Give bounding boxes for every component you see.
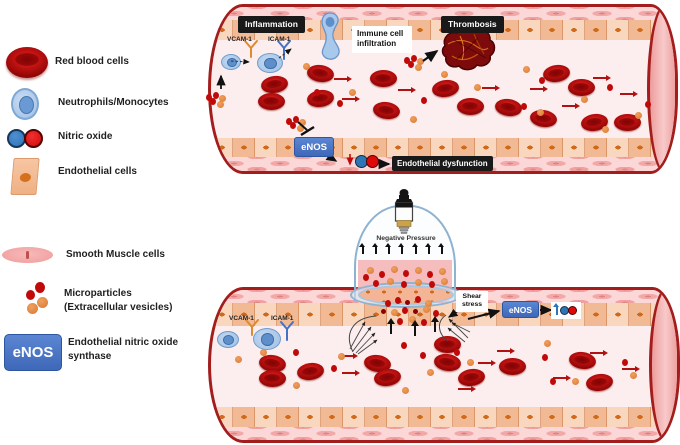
smooth-muscle-icon (2, 247, 53, 263)
legend-label-microparticles: Microparticles (64, 288, 132, 299)
inflammation-label: Inflammation (238, 16, 305, 33)
nitric-oxide-pair (355, 155, 379, 168)
thrombosis-label: Thrombosis (441, 16, 504, 33)
neutrophil-icon (11, 88, 39, 120)
suction-cup-base-inner (358, 285, 454, 305)
enos-box: eNOS (502, 301, 539, 318)
nitric-oxide-icon (567, 306, 577, 315)
legend-label-enos: Endothelial nitric oxide (68, 337, 179, 348)
legend-label-microparticles-2: (Extracellular vesicles) (64, 302, 173, 313)
enos-box: eNOS (294, 137, 334, 157)
legend-label-smooth-muscle: Smooth Muscle cells (66, 249, 165, 260)
endothelial-layer (211, 138, 675, 157)
endothelial-dysfunction-label: Endothelial dysfunction (392, 156, 493, 171)
smooth-muscle-layer (211, 427, 677, 440)
legend-label-neutrophils: Neutrophils/Monocytes (58, 97, 169, 108)
red-blood-cell-icon (6, 47, 48, 78)
enos-badge: eNOS (4, 334, 62, 371)
neutrophil-cell (257, 53, 283, 73)
icam1-label: ICAM-1 (271, 315, 294, 322)
neutrophil-cell (253, 328, 281, 350)
vessel-end-cap (649, 290, 677, 440)
negative-pressure-label: Negative Pressure (376, 235, 436, 242)
endothelial-cell-icon (10, 158, 40, 195)
vessel-end-cap (647, 7, 675, 171)
vcam1-label: VCAM-1 (229, 315, 254, 322)
nitric-oxide-icon (24, 129, 43, 148)
legend-label-endothelial: Endothelial cells (58, 166, 137, 177)
endothelial-layer (211, 407, 677, 427)
up-arrow-icon (553, 302, 559, 315)
vcam1-label: VCAM-1 (227, 36, 252, 43)
nitric-oxide-release-box (551, 302, 581, 319)
neutrophil-cell (217, 331, 239, 348)
blood-vessel-bottom (208, 287, 680, 443)
icam1-label: ICAM-1 (268, 36, 291, 43)
legend-label-enos-2: synthase (68, 351, 112, 362)
legend-label-rbc: Red blood cells (55, 56, 129, 67)
neutrophil-cell (221, 54, 241, 70)
legend-label-nitric-oxide: Nitric oxide (58, 131, 113, 142)
